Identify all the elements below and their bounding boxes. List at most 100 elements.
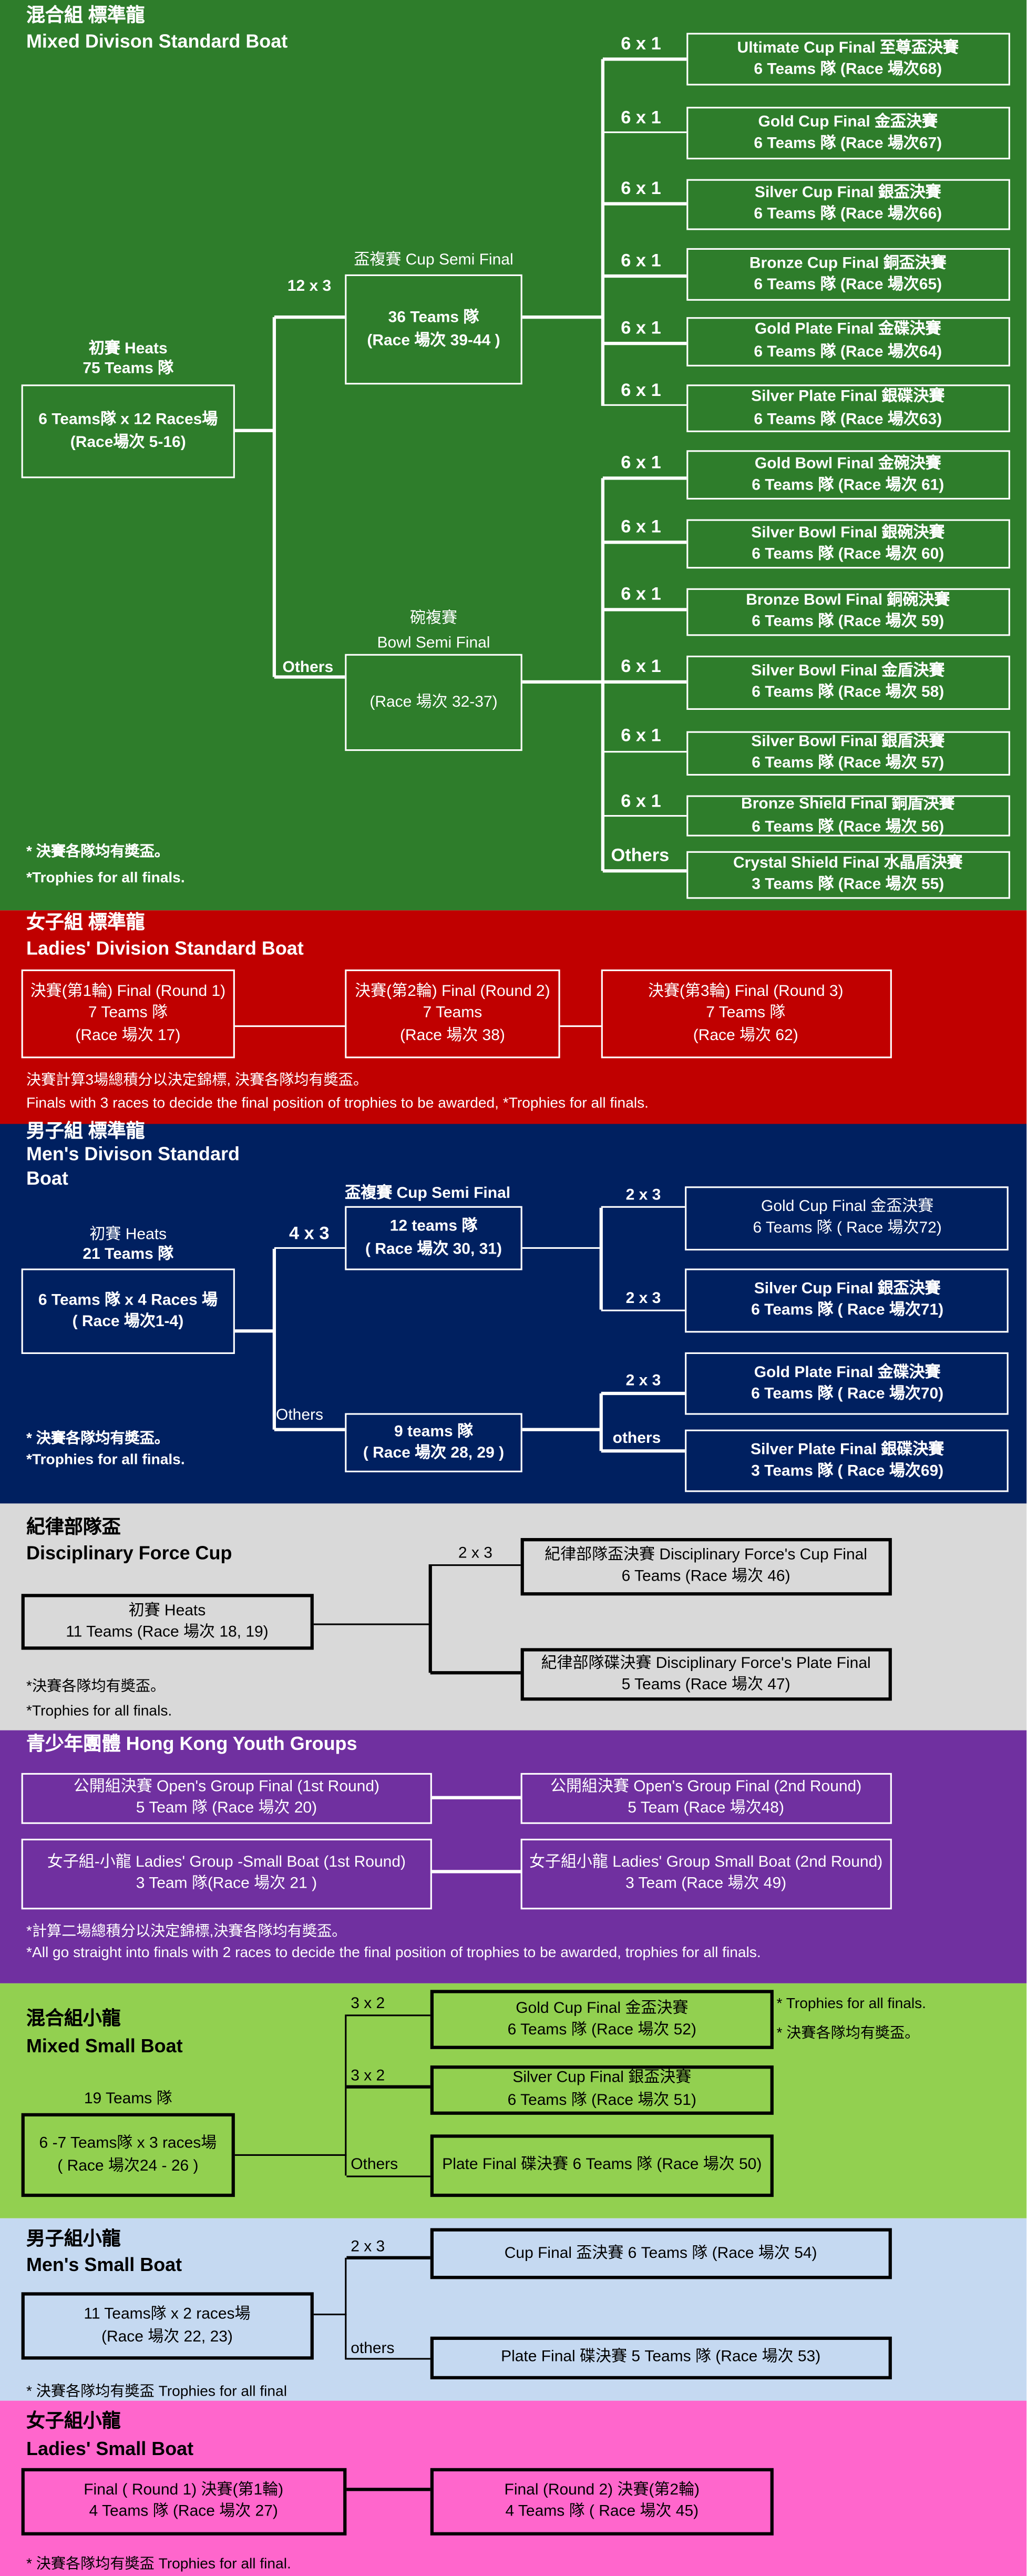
heats-box[interactable]: 11 Teams隊 x 2 races場(Race 場次 22, 23) <box>20 2292 313 2360</box>
final-box-text: 3 Team (Race 場次 49) <box>625 1875 787 1893</box>
split-label: 4 x 3 <box>289 1224 330 1244</box>
heats-box[interactable]: 6 Teams 隊 x 4 Races 場( Race 場次1-4) <box>20 1268 235 1354</box>
connector-line <box>432 1796 521 1799</box>
final-box[interactable]: 公開組決賽 Open's Group Final (2nd Round)5 Te… <box>520 1772 891 1824</box>
connector-line <box>273 317 276 677</box>
connector-line <box>346 2488 430 2491</box>
cup-semi-box-text: 12 teams 隊 <box>389 1218 478 1237</box>
connector-line <box>234 429 274 432</box>
round-box-text: 決賽(第3輪) Final (Round 3) <box>648 983 844 1001</box>
bowl-semi-label: 碗複賽 <box>410 609 457 628</box>
other-semi-box[interactable]: 9 teams 隊( Race 場次 28, 29 ) <box>345 1413 522 1472</box>
final-box[interactable]: 紀律部隊碟決賽 Disciplinary Force's Plate Final… <box>520 1647 891 1702</box>
other-semi-box-text: ( Race 場次 28, 29 ) <box>363 1444 505 1463</box>
cup-semi-box[interactable]: 12 teams 隊( Race 場次 30, 31) <box>345 1206 522 1270</box>
connector-line <box>602 608 687 611</box>
footnote: *All go straight into finals with 2 race… <box>26 1943 761 1961</box>
section-title-en: Ladies' Small Boat <box>26 2440 194 2460</box>
connector-line <box>522 315 603 319</box>
final-box[interactable]: Gold Plate Final 金碟決賽 6 Teams 隊 (Race 場次6… <box>686 316 1010 366</box>
bowl-semi-box-text: (Race 場次 32-37) <box>369 693 498 711</box>
section-title-zh: 女子組小龍 <box>26 2412 121 2432</box>
round-box[interactable]: 決賽(第3輪) Final (Round 3)7 Teams 隊(Race 場次… <box>600 969 891 1058</box>
connector-line <box>346 2013 430 2017</box>
round-box-text: (Race 場次 17) <box>75 1026 181 1045</box>
split-label: Others <box>351 2156 398 2175</box>
heats-teams: 75 Teams 隊 <box>83 360 174 378</box>
footnote: * 決賽各隊均有奬盃 Trophies for all final. <box>26 2555 291 2572</box>
final-box-text: 6 Teams 隊 (Race 場次64) <box>754 342 942 361</box>
footnote: * 決賽各隊均有奬盃 Trophies for all final <box>26 2382 287 2399</box>
round-box[interactable]: Final ( Round 1) 決賽(第1輪)4 Teams 隊 (Race … <box>20 2468 346 2536</box>
bowl-semi-box[interactable]: (Race 場次 32-37) <box>345 654 522 751</box>
final-box[interactable]: Plate Final 碟決賽 6 Teams 隊 (Race 場次 50) <box>430 2134 774 2198</box>
connector-line <box>602 57 687 60</box>
cup-semi-box-text: 36 Teams 隊 <box>388 309 479 328</box>
connector-line <box>274 675 345 678</box>
split-label: Others <box>282 659 334 677</box>
split-label: 6 x 1 <box>621 380 661 400</box>
final-box-text: Cup Final 盃決賽 6 Teams 隊 (Race 場次 54) <box>504 2244 817 2262</box>
final-box-text: Silver Bowl Final 金盾決賽 <box>751 662 945 680</box>
final-box-text: Silver Plate Final 銀碟決賽 <box>751 388 945 406</box>
final-box[interactable]: Plate Final 碟決賽 5 Teams 隊 (Race 場次 53) <box>430 2336 891 2380</box>
footnote: Finals with 3 races to decide the final … <box>26 1094 649 1111</box>
connector-line <box>344 2015 347 2176</box>
footnote: 決賽計算3場總積分以決定錦標, 決賽各隊均有奬盃。 <box>26 1071 368 1088</box>
cup-semi-label: 盃複賽 Cup Semi Final <box>354 251 514 270</box>
round-box[interactable]: 決賽(第2輪) Final (Round 2)7 Teams(Race 場次 3… <box>345 969 560 1058</box>
connector-line <box>602 342 687 345</box>
final-box-text: 紀律部隊碟決賽 Disciplinary Force's Plate Final <box>541 1654 871 1673</box>
section-title-en: Disciplinary Force Cup <box>26 1544 232 1565</box>
round-box-text: 決賽(第1輪) Final (Round 1) <box>30 983 226 1001</box>
section-title-zh: 混合組小龍 <box>26 2009 121 2030</box>
footnote: *計算二場總積分以決定錦標,決賽各隊均有奬盃。 <box>26 1922 347 1939</box>
final-box[interactable]: 公開組決賽 Open's Group Final (1st Round)5 Te… <box>20 1772 432 1824</box>
round-box[interactable]: 決賽(第1輪) Final (Round 1)7 Teams 隊(Race 場次… <box>20 969 235 1058</box>
final-box[interactable]: Cup Final 盃決賽 6 Teams 隊 (Race 場次 54) <box>430 2227 891 2279</box>
footnote: *Trophies for all finals. <box>26 869 185 886</box>
connector-line <box>601 1309 686 1312</box>
section-ladies-small <box>0 2400 1027 2576</box>
cup-semi-box[interactable]: 36 Teams 隊(Race 場次 39-44 ) <box>345 274 522 385</box>
connector-line <box>346 2175 430 2178</box>
connector-line <box>600 1393 603 1451</box>
connector-line <box>346 2357 430 2360</box>
heats-box-text: 11 Teams隊 x 2 races場 <box>84 2306 251 2324</box>
final-box-text: 6 Teams 隊 (Race 場次68) <box>754 60 942 79</box>
final-box[interactable]: 女子組小龍 Ladies' Group Small Boat (2nd Roun… <box>520 1838 891 1909</box>
round-box[interactable]: Final (Round 2) 決賽(第2輪)4 Teams 隊 ( Race … <box>430 2468 774 2536</box>
heats-box[interactable]: 6 -7 Teams隊 x 3 races場( Race 場次24 - 26 ) <box>20 2113 235 2198</box>
section-mixed-standard <box>0 0 1027 910</box>
final-box-text: Crystal Shield Final 水晶盾決賽 <box>733 854 963 873</box>
heats-box[interactable]: 6 Teams隊 x 12 Races場(Race場次 5-16) <box>21 384 235 478</box>
round-box-text: 決賽(第2輪) Final (Round 2) <box>355 983 550 1001</box>
split-label: 2 x 3 <box>625 1289 661 1307</box>
split-label: 6 x 1 <box>621 251 661 271</box>
final-box-text: Ultimate Cup Final 至尊盃決賽 <box>737 39 959 57</box>
final-box[interactable]: 女子組-小龍 Ladies' Group -Small Boat (1st Ro… <box>20 1838 432 1909</box>
final-box-text: Gold Plate Final 金碟決賽 <box>754 321 941 339</box>
final-box-text: Gold Plate Final 金碟決賽 <box>754 1363 941 1381</box>
final-box[interactable]: Ultimate Cup Final 至尊盃決賽 6 Teams 隊 (Race … <box>686 32 1010 86</box>
split-label: 6 x 1 <box>621 727 661 747</box>
